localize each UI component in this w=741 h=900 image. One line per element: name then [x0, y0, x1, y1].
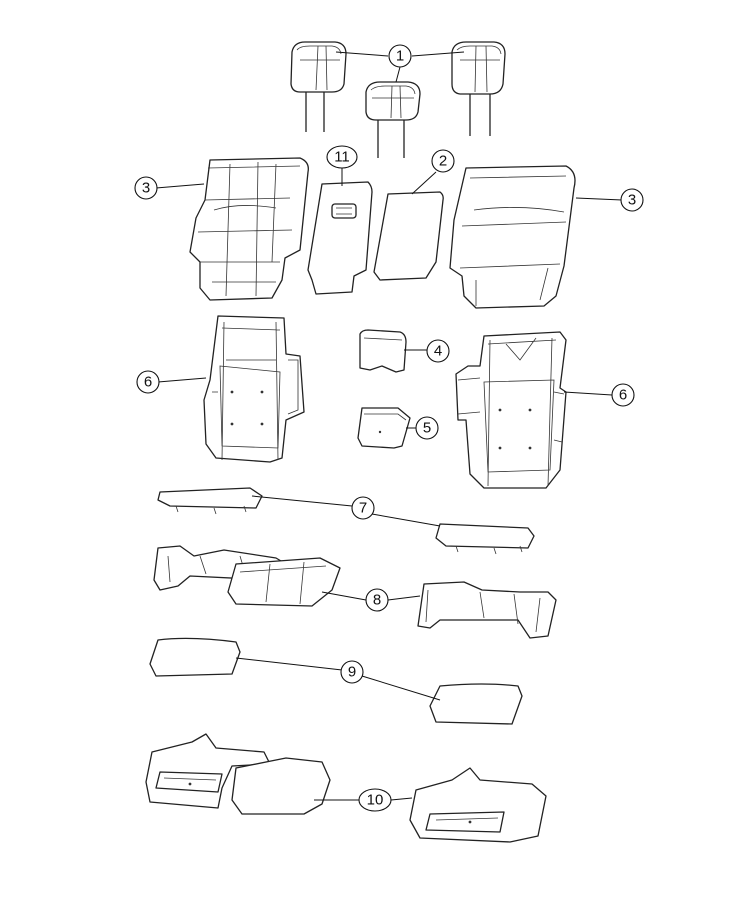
cushion-frame-center	[227, 557, 341, 607]
callout-back-frame-right: 6	[611, 383, 635, 407]
svg-text:5: 5	[423, 420, 431, 437]
leader-lines	[155, 51, 623, 801]
svg-text:10: 10	[367, 792, 384, 809]
cushion-foam-left	[149, 637, 241, 677]
cushion-cover-right	[409, 767, 547, 843]
callout-cushion-cover: 10	[358, 788, 392, 812]
callout-cushion-foam: 9	[340, 660, 364, 684]
cushion-cover-left	[145, 733, 271, 809]
svg-text:7: 7	[359, 500, 367, 517]
seat-back-frame-left	[203, 315, 305, 463]
cushion-frame-right	[417, 581, 557, 639]
seat-back-cover-left	[189, 157, 309, 301]
cushion-pad-left	[157, 487, 263, 515]
svg-text:9: 9	[348, 664, 356, 681]
callout-cushion-pad: 7	[351, 496, 375, 520]
callout-cushion-frame: 8	[365, 588, 389, 612]
cushion-cover-center	[231, 757, 331, 815]
svg-text:11: 11	[334, 149, 350, 166]
cushion-foam-right	[429, 683, 523, 725]
svg-text:3: 3	[142, 180, 150, 197]
callout-headrest: 1	[388, 44, 412, 68]
callout-back-frame-left: 6	[136, 370, 160, 394]
callout-bezel-lower: 5	[415, 416, 439, 440]
svg-text:3: 3	[628, 192, 636, 209]
seat-back-frame-right	[455, 331, 567, 489]
cushion-pad-right	[435, 523, 535, 555]
svg-text:6: 6	[144, 374, 152, 391]
headrest-center	[365, 81, 421, 158]
headrest-right	[451, 41, 506, 136]
callout-back-cover-right: 3	[620, 188, 644, 212]
armrest-panel	[307, 181, 373, 295]
svg-text:4: 4	[434, 343, 442, 360]
callout-back-cover-left: 3	[134, 176, 158, 200]
svg-text:6: 6	[619, 387, 627, 404]
bezel-upper	[359, 329, 407, 373]
svg-text:2: 2	[439, 153, 447, 170]
bezel-lower	[357, 407, 411, 449]
callout-bezel-upper: 4	[426, 339, 450, 363]
seat-back-cover-right	[449, 165, 576, 309]
svg-text:1: 1	[396, 48, 404, 65]
headrest-left	[290, 41, 347, 132]
callout-armrest-panel: 11	[326, 145, 358, 169]
pad	[373, 191, 444, 281]
callout-pad: 2	[431, 149, 455, 173]
svg-text:8: 8	[373, 592, 381, 609]
